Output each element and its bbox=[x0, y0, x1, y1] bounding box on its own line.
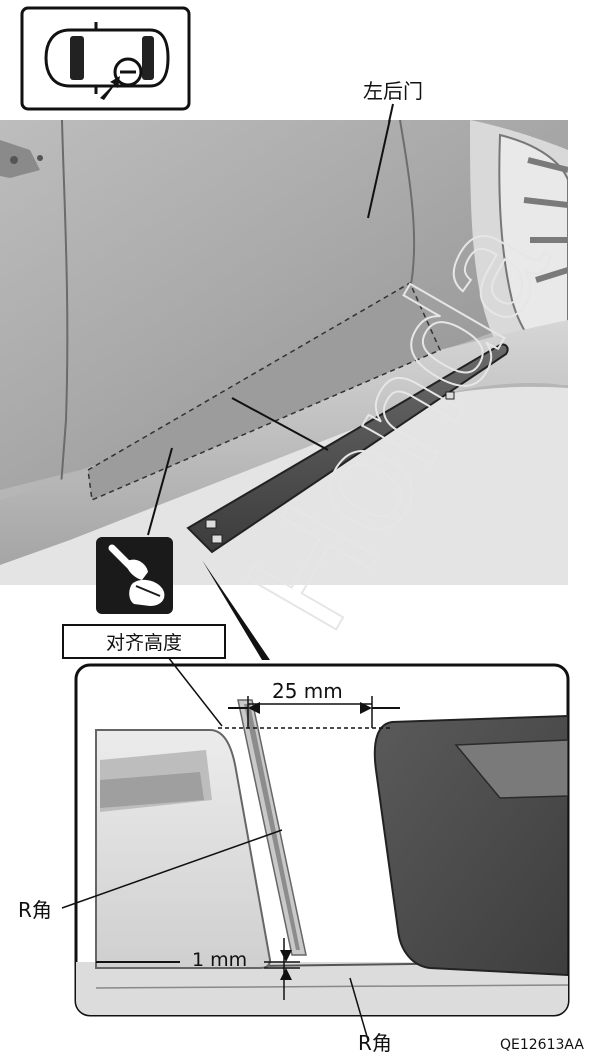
align-height-callout: 对齐高度 bbox=[62, 624, 226, 659]
detail-view bbox=[61, 656, 570, 1041]
rear-door-label: 左后门 bbox=[363, 79, 423, 103]
clearance-label: 1 mm bbox=[192, 949, 247, 971]
align-height-label: 对齐高度 bbox=[106, 632, 182, 654]
adhesive-applicator-icon bbox=[96, 537, 173, 614]
vehicle-side-illustration bbox=[0, 120, 568, 585]
figure-code: QE12613AA bbox=[500, 1037, 584, 1053]
corner-bottom-label: R角 bbox=[358, 1031, 392, 1055]
car-top-view-rear-door-icon bbox=[20, 6, 191, 111]
corner-left-label: R角 bbox=[18, 898, 52, 922]
gap-width-label: 25 mm bbox=[272, 679, 343, 703]
